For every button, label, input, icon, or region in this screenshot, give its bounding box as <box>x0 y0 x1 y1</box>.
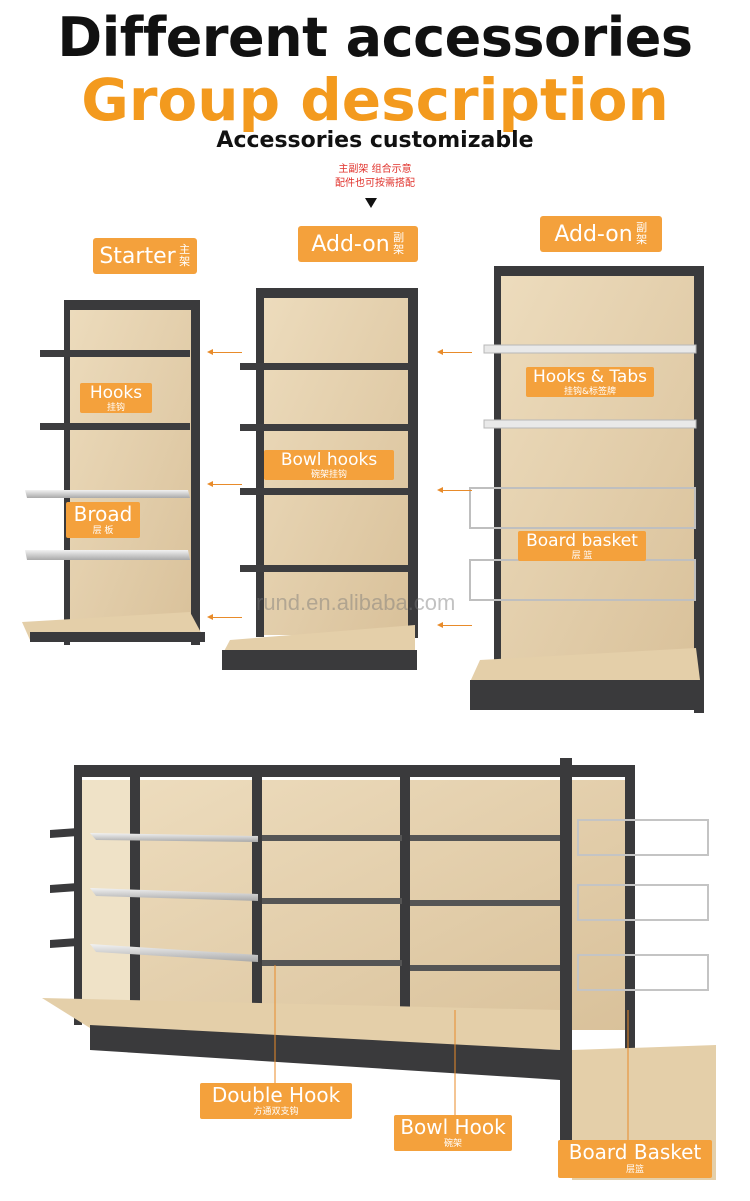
addon-tag-2-label: Add-on <box>554 221 633 247</box>
bowl-hook-label: Bowl Hook 碗架 <box>394 1115 512 1151</box>
arrow-left-icon <box>437 622 472 628</box>
board-basket-label: Board basket 层 篮 <box>518 531 646 561</box>
hooks-label: Hooks 挂钩 <box>80 383 152 413</box>
addon-tag-1-zh: 副架 <box>393 231 405 256</box>
hooks-tabs-label-zh: 挂钩&标签牌 <box>563 387 617 397</box>
double-hook-label-zh: 方通双支钩 <box>253 1107 299 1117</box>
hooks-tabs-label: Hooks & Tabs 挂钩&标签牌 <box>526 367 654 397</box>
arrow-left-icon <box>207 349 242 355</box>
board-basket-label-zh: 层 篮 <box>571 551 593 561</box>
arrow-left-icon <box>207 481 242 487</box>
starter-unit <box>22 300 205 645</box>
page-title: Different accessories <box>57 6 693 69</box>
page-subtitle: Group description <box>81 66 669 134</box>
bowl-hooks-label-zh: 碗架挂钩 <box>310 470 347 480</box>
gondola-run <box>42 758 716 1180</box>
addon-tag-1-label: Add-on <box>311 231 390 257</box>
addon-unit-right <box>469 266 704 713</box>
board-basket-bottom-label-zh: 层篮 <box>625 1165 644 1175</box>
addon-tag-1: Add-on 副架 <box>298 226 418 262</box>
broad-label-zh: 层 板 <box>92 526 114 536</box>
arrow-left-icon <box>437 487 472 493</box>
hooks-tabs-label-en: Hooks & Tabs <box>533 367 647 387</box>
note-line-1: 主副架 组合示意 <box>338 164 412 175</box>
hooks-label-en: Hooks <box>89 383 143 403</box>
addon-tag-2: Add-on 副架 <box>540 216 662 252</box>
arrow-left-icon <box>437 349 472 355</box>
addon-tag-2-zh: 副架 <box>636 221 648 246</box>
note-line-2: 配件也可按需搭配 <box>335 178 415 189</box>
bowl-hooks-label: Bowl hooks 碗架挂钩 <box>264 450 394 480</box>
down-arrow-icon <box>365 198 377 208</box>
broad-label-en: Broad <box>73 502 133 526</box>
double-hook-label: Double Hook 方通双支钩 <box>200 1083 352 1119</box>
board-basket-bottom-label-en: Board Basket <box>568 1140 702 1164</box>
broad-label: Broad 层 板 <box>66 502 140 538</box>
starter-tag-label: Starter <box>99 243 176 269</box>
tagline: Accessories customizable <box>216 128 534 153</box>
watermark: rund.en.alibaba.com <box>256 590 456 615</box>
double-hook-label-en: Double Hook <box>211 1083 341 1107</box>
hooks-label-zh: 挂钩 <box>106 403 125 413</box>
board-basket-bottom-label: Board Basket 层篮 <box>558 1140 712 1178</box>
bowl-hook-label-en: Bowl Hook <box>400 1115 506 1139</box>
bowl-hook-label-zh: 碗架 <box>443 1139 462 1149</box>
starter-tag-zh: 主架 <box>179 243 191 268</box>
starter-tag: Starter 主架 <box>93 238 197 274</box>
arrow-left-icon <box>207 614 242 620</box>
bowl-hooks-label-en: Bowl hooks <box>280 450 378 470</box>
board-basket-label-en: Board basket <box>526 531 638 551</box>
